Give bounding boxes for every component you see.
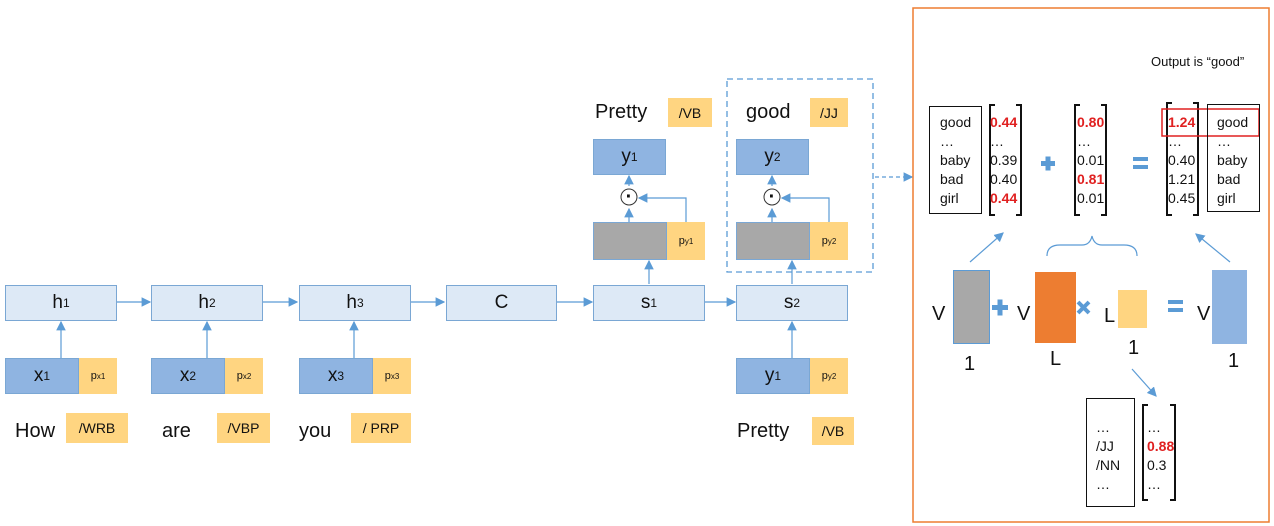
dim-1-a: 1 xyxy=(964,353,976,375)
decoder-input-word: Pretty xyxy=(737,420,790,442)
tag-list-item-1: /JJ xyxy=(1096,438,1114,454)
vec3-value-1: … xyxy=(1168,133,1182,149)
vocab-right-item-1: … xyxy=(1217,133,1231,149)
tag-wrb: /WRB xyxy=(66,413,128,443)
decoder-input-tag: /VB xyxy=(812,417,854,445)
vocab-right-item-2: baby xyxy=(1217,152,1248,168)
word-how: How xyxy=(15,420,56,442)
tag-vec-value-3: … xyxy=(1147,476,1161,492)
vec3-value-4: 0.45 xyxy=(1168,190,1196,206)
output-note: Output is “good” xyxy=(1151,54,1245,69)
vocab-right-item-3: bad xyxy=(1217,171,1241,187)
hadamard-circle-2 xyxy=(763,188,781,206)
vocab-right-item-4: girl xyxy=(1217,190,1236,206)
vec2-value-0: 0.80 xyxy=(1077,114,1105,130)
tag-box xyxy=(1086,398,1135,507)
operator-glyphs xyxy=(992,156,1183,316)
orange-matrix xyxy=(1035,272,1076,343)
tag-vec-value-0: … xyxy=(1147,419,1161,435)
vec2-value-2: 0.01 xyxy=(1077,152,1105,168)
vocab-left-item-4: girl xyxy=(940,190,959,206)
word-are: are xyxy=(162,420,191,442)
tag-vbp: /VBP xyxy=(217,413,270,443)
vocab-box-left xyxy=(929,106,982,214)
grey-bar-1 xyxy=(593,222,667,260)
tag-vec-value-2: 0.3 xyxy=(1147,457,1167,473)
dim-v-1: V xyxy=(932,303,946,325)
out-word-good: good xyxy=(746,101,791,123)
vec1-value-4: 0.44 xyxy=(990,190,1018,206)
vocab-left-item-3: bad xyxy=(940,171,964,187)
times-glyph xyxy=(1076,300,1091,315)
vec3-value-2: 0.40 xyxy=(1168,152,1196,168)
dim-v-3: V xyxy=(1197,303,1211,325)
blue-vector xyxy=(1212,270,1247,344)
dim-v-2: V xyxy=(1017,303,1031,325)
out-tag-jj: /JJ xyxy=(810,98,848,127)
tag-vector: … 0.88 0.3 … xyxy=(1147,418,1177,494)
vocab-box-right xyxy=(1207,104,1260,212)
hadamard-dot-1: · xyxy=(625,185,633,208)
dashed-highlight xyxy=(726,78,874,273)
hadamard-circle-1 xyxy=(620,188,638,206)
vocab-right-item-0: good xyxy=(1217,114,1249,130)
vector-2: 0.80 … 0.01 0.81 0.01 xyxy=(1077,113,1109,208)
grey-vector xyxy=(953,270,990,344)
vec2-value-4: 0.01 xyxy=(1077,190,1105,206)
vocab-list-left: good … baby bad girl xyxy=(940,113,971,208)
vec3-value-3: 1.21 xyxy=(1168,171,1196,187)
grey-bar-2 xyxy=(736,222,810,260)
tag-list-item-0: … xyxy=(1096,419,1110,435)
vec1-value-0: 0.44 xyxy=(990,114,1018,130)
tag-list: … /JJ/NN … xyxy=(1096,418,1120,494)
out-word-pretty: Pretty xyxy=(595,101,648,123)
out-tag-vb: /VB xyxy=(668,98,712,127)
yellow-vector xyxy=(1118,290,1147,328)
vec1-value-3: 0.40 xyxy=(990,171,1018,187)
tag-list-item-3: … xyxy=(1096,476,1110,492)
vocab-list-right: good … baby bad girl xyxy=(1217,113,1248,208)
vec1-value-1: … xyxy=(990,133,1004,149)
word-you: you xyxy=(299,420,332,442)
dim-1-c: 1 xyxy=(1228,350,1240,372)
detail-panel-border xyxy=(912,7,1270,523)
vector-3: 1.24 … 0.40 1.21 0.45 xyxy=(1168,113,1200,208)
vec2-value-3: 0.81 xyxy=(1077,171,1105,187)
vector-1: 0.44 … 0.39 0.40 0.44 xyxy=(990,113,1022,208)
vec2-value-1: … xyxy=(1077,133,1091,149)
tag-vec-value-1: 0.88 xyxy=(1147,438,1175,454)
dim-1-b: 1 xyxy=(1128,337,1140,359)
hadamard-dot-2: · xyxy=(768,185,776,208)
tag-list-item-2: /NN xyxy=(1096,457,1121,473)
dim-l-2: L xyxy=(1104,305,1116,327)
curly-brace xyxy=(1046,235,1138,257)
vec3-value-0: 1.24 xyxy=(1168,114,1196,130)
dim-l-1: L xyxy=(1050,348,1062,370)
vocab-left-item-1: … xyxy=(940,133,954,149)
vocab-left-item-0: good xyxy=(940,114,972,130)
context-c: C xyxy=(446,285,557,321)
vocab-left-item-2: baby xyxy=(940,152,971,168)
vec1-value-2: 0.39 xyxy=(990,152,1018,168)
tag-prp: / PRP xyxy=(351,413,411,443)
